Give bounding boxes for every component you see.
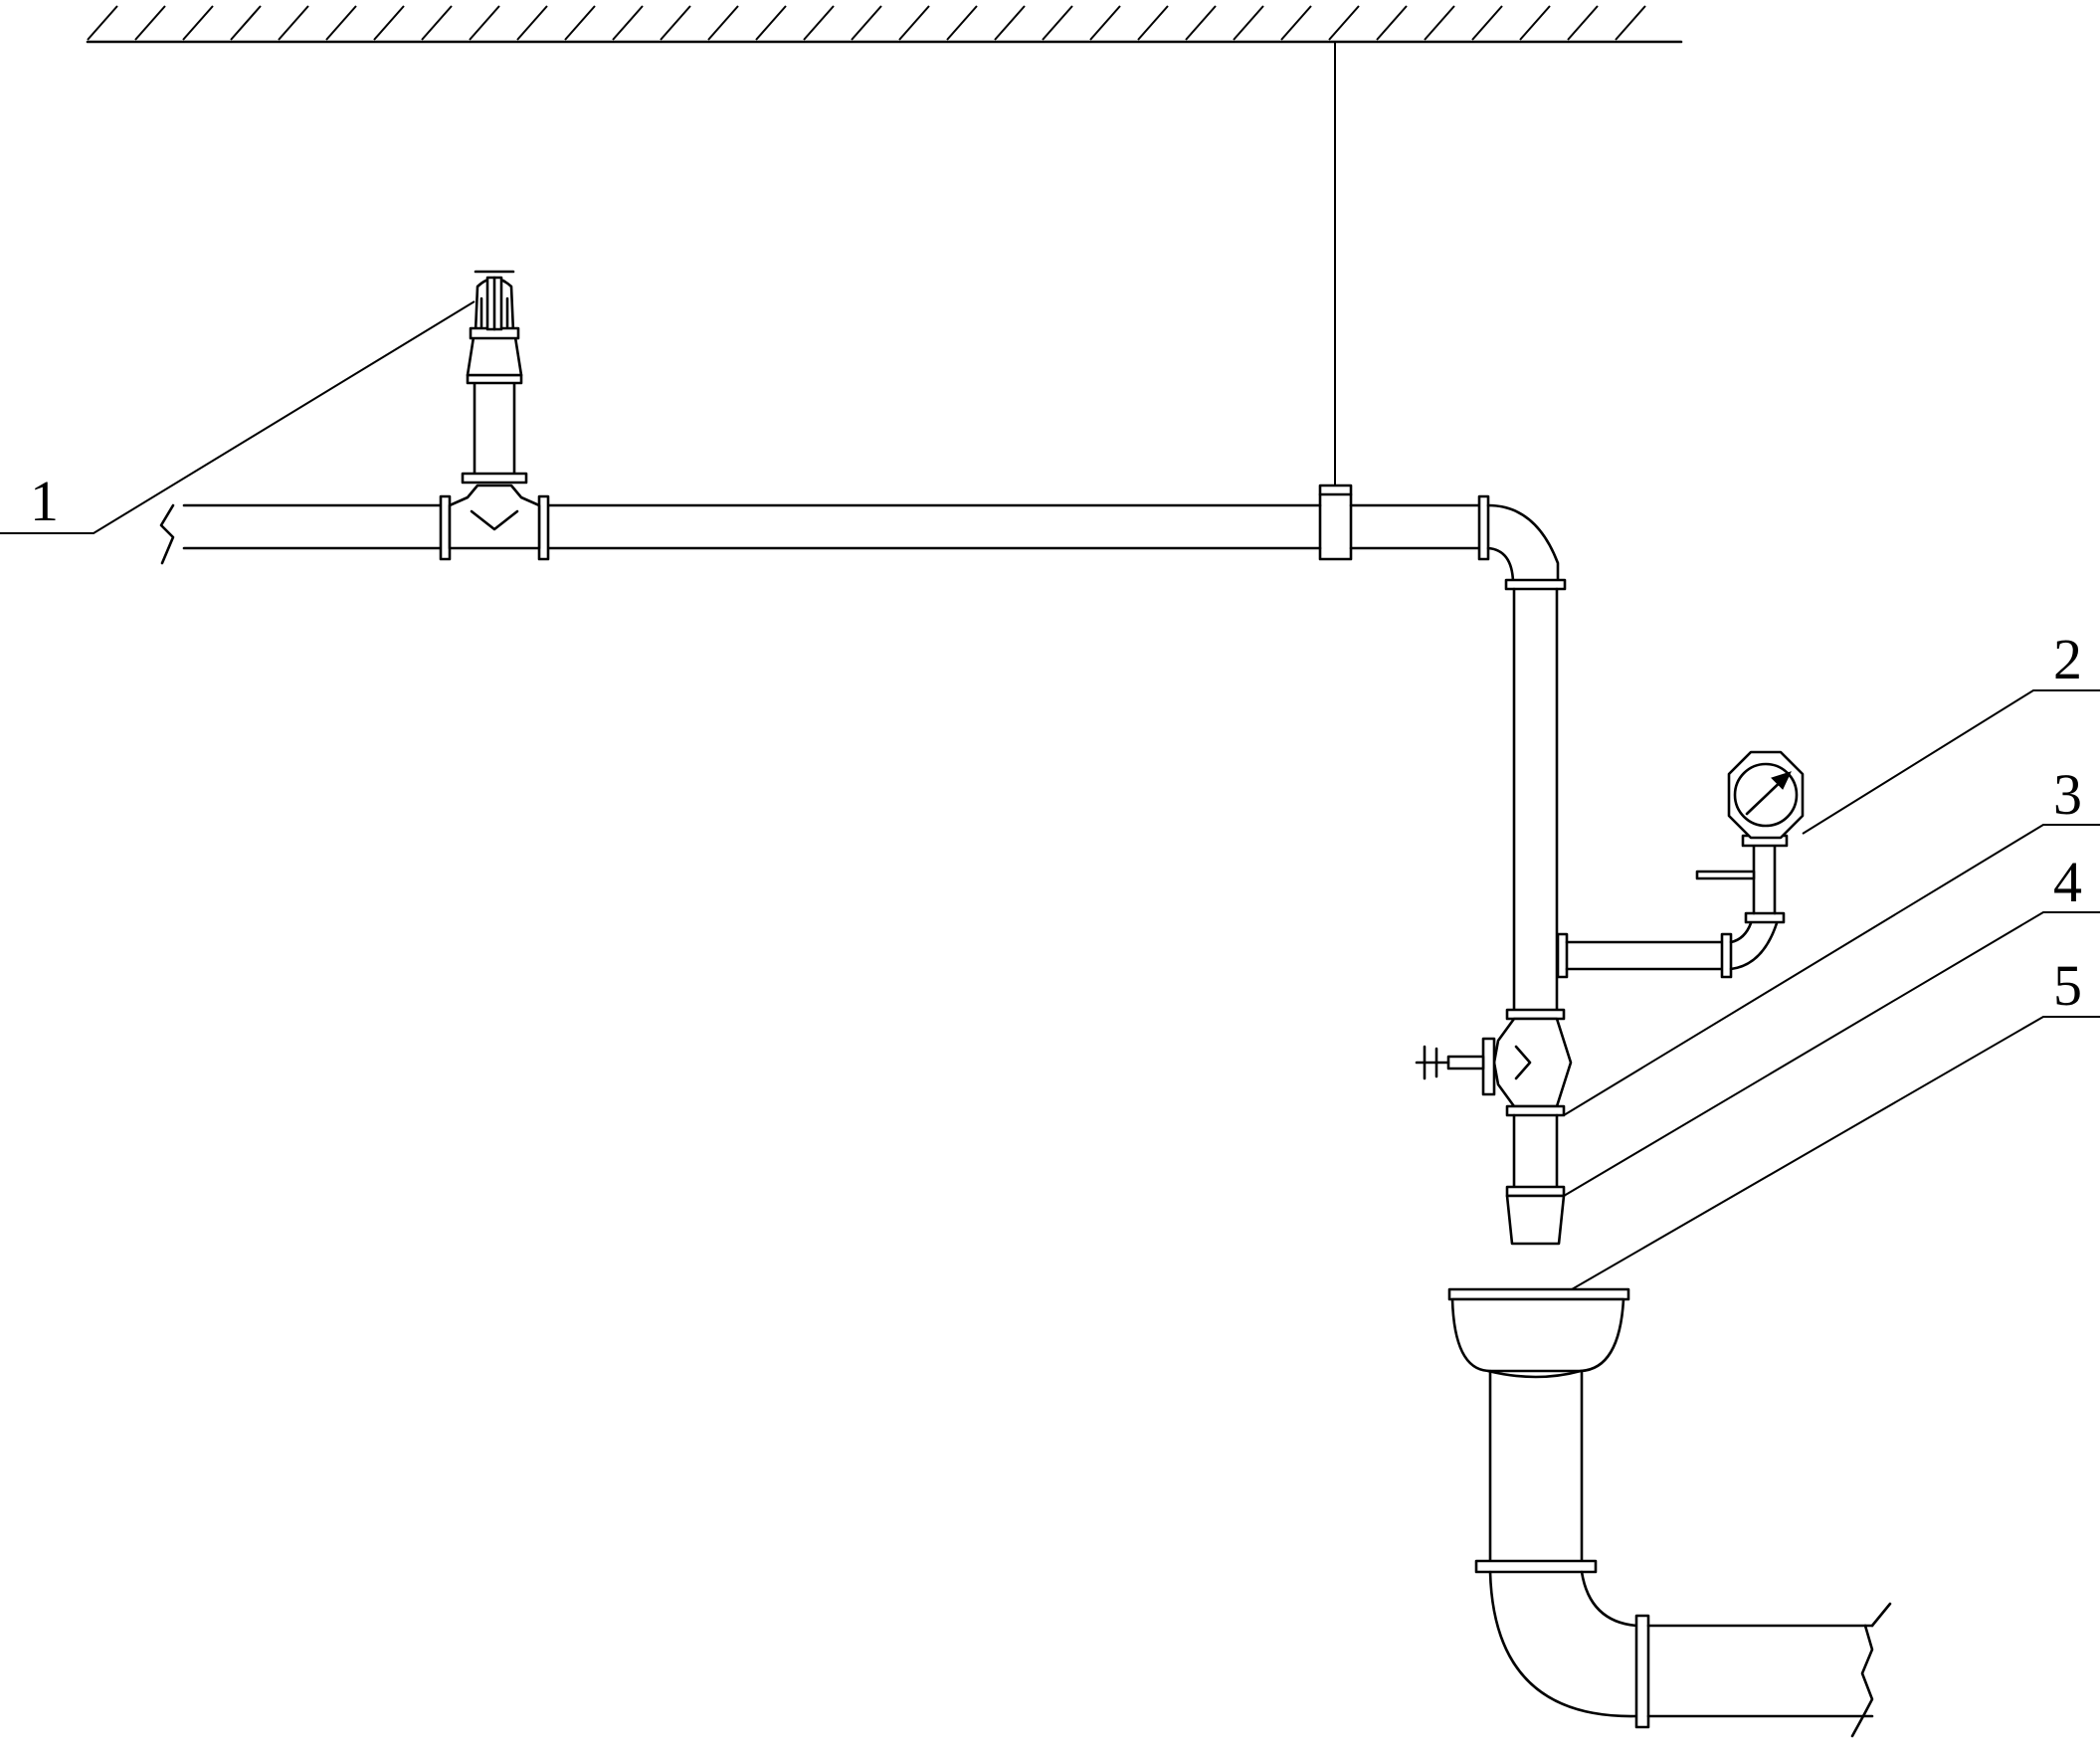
pipe-tee: [441, 486, 548, 559]
ceiling-hatch-mark: [1520, 6, 1550, 40]
callout-label-4: 4: [2053, 850, 2082, 914]
ceiling-hatch-mark: [708, 6, 738, 40]
leader-5: [1572, 1017, 2100, 1289]
leader-3: [1564, 825, 2100, 1115]
pipe-hanger: [1320, 42, 1351, 559]
callout-label-2: 2: [2053, 627, 2082, 691]
ceiling-hatch-mark: [1377, 6, 1407, 40]
ceiling-hatch-mark: [804, 6, 834, 40]
callout-label-1: 1: [30, 469, 59, 533]
drain-funnel: [1449, 1289, 1628, 1377]
ceiling-hatch-mark: [1472, 6, 1502, 40]
ceiling-hatch-mark: [470, 6, 499, 40]
ceiling-hatch-mark: [1281, 6, 1311, 40]
ceiling-hatch-mark: [1329, 6, 1359, 40]
callout-leaders: [0, 301, 2100, 1289]
ceiling-hatch-mark: [852, 6, 881, 40]
callout-label-5: 5: [2053, 953, 2082, 1018]
callout-labels: 1 2 3 4 5: [30, 469, 2082, 1018]
ceiling-hatch-mark: [1234, 6, 1263, 40]
ceiling-hatch-mark: [899, 6, 929, 40]
ceiling-hatch-mark: [88, 6, 117, 40]
ceiling-hatch-mark: [995, 6, 1025, 40]
ceiling-hatch-mark: [1568, 6, 1598, 40]
test-nozzle: [1507, 1115, 1564, 1244]
leader-1: [0, 301, 475, 533]
ceiling-hatch-mark: [517, 6, 547, 40]
ceiling-hatch-mark: [1425, 6, 1454, 40]
ceiling-hatch-mark: [1138, 6, 1168, 40]
ceiling-hatch-mark: [661, 6, 690, 40]
ceiling-hatch-mark: [231, 6, 261, 40]
ceiling-hatch-mark: [1043, 6, 1072, 40]
gauge-branch: [1558, 836, 1787, 977]
ceiling-hatch-mark: [326, 6, 356, 40]
pressure-gauge: [1729, 752, 1803, 838]
leader-4: [1564, 912, 2100, 1196]
ceiling-hatch-mark: [279, 6, 308, 40]
ceiling-hatch-mark: [756, 6, 786, 40]
ceiling-hatch-mark: [613, 6, 643, 40]
test-valve: [1417, 1019, 1571, 1115]
callout-label-3: 3: [2053, 762, 2082, 827]
ceiling: [88, 6, 1681, 42]
ceiling-hatch-mark: [1090, 6, 1120, 40]
horizontal-main-pipe: [161, 505, 1479, 563]
ceiling-hatch-mark: [183, 6, 213, 40]
leader-2: [1803, 690, 2100, 834]
ceiling-hatch-mark: [565, 6, 595, 40]
ceiling-hatch-mark: [135, 6, 165, 40]
drain-pipe: [1476, 1371, 1890, 1736]
sprinkler: [463, 272, 526, 483]
ceiling-hatch-mark: [1186, 6, 1216, 40]
ceiling-hatch-mark: [422, 6, 452, 40]
vertical-riser: [1507, 589, 1564, 1019]
ceiling-hatch-mark: [1616, 6, 1645, 40]
ceiling-hatch-mark: [947, 6, 977, 40]
ceiling-hatch-mark: [374, 6, 404, 40]
upper-elbow: [1479, 496, 1565, 589]
